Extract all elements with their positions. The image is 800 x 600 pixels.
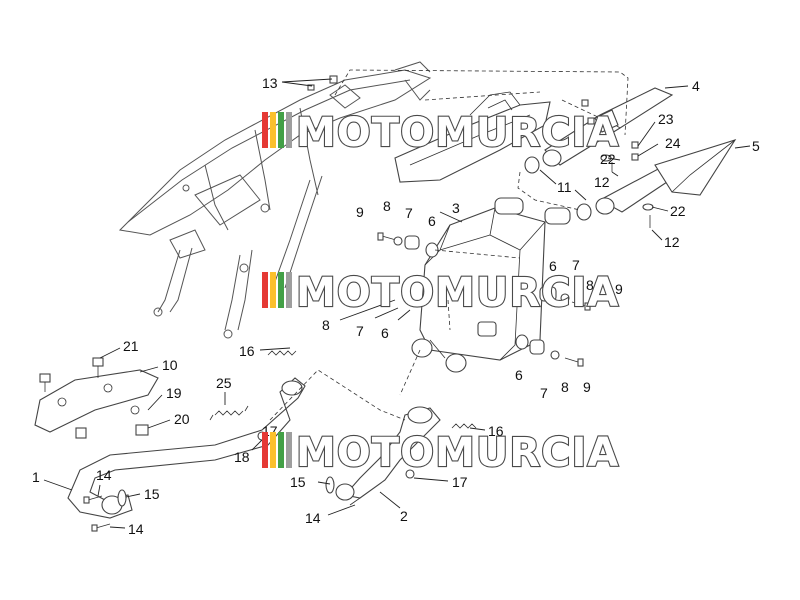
callout-8: 8 [322,317,330,333]
watermark-stripe [286,432,292,468]
watermark-stripe [278,112,284,148]
callout-6: 6 [381,325,389,341]
watermark-stripe [262,432,268,468]
callout-11: 11 [557,179,572,195]
callout-23: 23 [658,111,674,127]
watermark-3: MOTOMURCIA [262,429,619,477]
heat-shield [34,369,159,433]
callout-14: 14 [96,467,112,483]
callout-22: 22 [670,203,686,219]
callout-2: 2 [400,508,408,524]
callout-9: 9 [615,281,623,297]
callout-10: 10 [162,357,178,373]
watermark-text: MOTOMURCIA [296,110,619,156]
callout-7: 7 [540,385,548,401]
watermark-1: MOTOMURCIA [262,109,619,157]
lower-tail-pipe [595,139,737,215]
callout-9: 9 [356,204,364,220]
callout-16: 16 [239,343,255,359]
callout-25: 25 [216,375,232,391]
callout-21: 21 [123,338,139,354]
upper-tail-pipe [542,87,674,167]
watermark-stripe [262,112,268,148]
watermark-stripe [286,272,292,308]
callout-7: 7 [356,323,364,339]
callout-3: 3 [452,200,460,216]
watermark-stripe [262,272,268,308]
callout-8: 8 [383,198,391,214]
hardware [39,75,654,532]
watermark-stripe [278,432,284,468]
callout-7: 7 [572,257,580,273]
callout-6: 6 [428,213,436,229]
callout-9: 9 [583,379,591,395]
callouts: 13 4 23 24 22 12 5 11 22 12 3 9 8 7 6 6 … [32,75,760,537]
callout-14: 14 [305,510,321,526]
callout-8: 8 [586,277,594,293]
rear-subframe [118,61,432,339]
callout-22: 22 [600,151,616,167]
watermark-stripe [270,432,276,468]
watermark-stripe [278,272,284,308]
callout-12: 12 [664,234,680,250]
callout-6: 6 [515,367,523,383]
watermark-stripe [270,112,276,148]
callout-16: 16 [488,423,504,439]
muffler-body [411,197,571,373]
callout-20: 20 [174,411,190,427]
watermark-stripe [270,272,276,308]
callout-12: 12 [594,174,610,190]
leader-lines [43,78,751,529]
watermark-stripe [286,112,292,148]
callout-1: 1 [32,469,40,485]
callout-14: 14 [128,521,144,537]
callout-18: 18 [234,449,250,465]
callout-24: 24 [665,135,681,151]
callout-15: 15 [144,486,160,502]
callout-13: 13 [262,75,278,91]
callout-6: 6 [549,258,557,274]
header-pipe-1 [67,377,306,519]
callout-7: 7 [405,205,413,221]
watermark-text: MOTOMURCIA [296,270,619,316]
callout-17: 17 [452,474,468,490]
header-pipe-2 [335,406,441,501]
callout-4: 4 [692,78,700,94]
watermark-text: MOTOMURCIA [296,430,619,476]
callout-19: 19 [166,385,182,401]
callout-5: 5 [752,138,760,154]
callout-15: 15 [290,474,306,490]
callout-8: 8 [561,379,569,395]
watermark-2: MOTOMURCIA [262,269,619,317]
assembly-lines [269,69,629,421]
tail-cover [394,91,551,183]
